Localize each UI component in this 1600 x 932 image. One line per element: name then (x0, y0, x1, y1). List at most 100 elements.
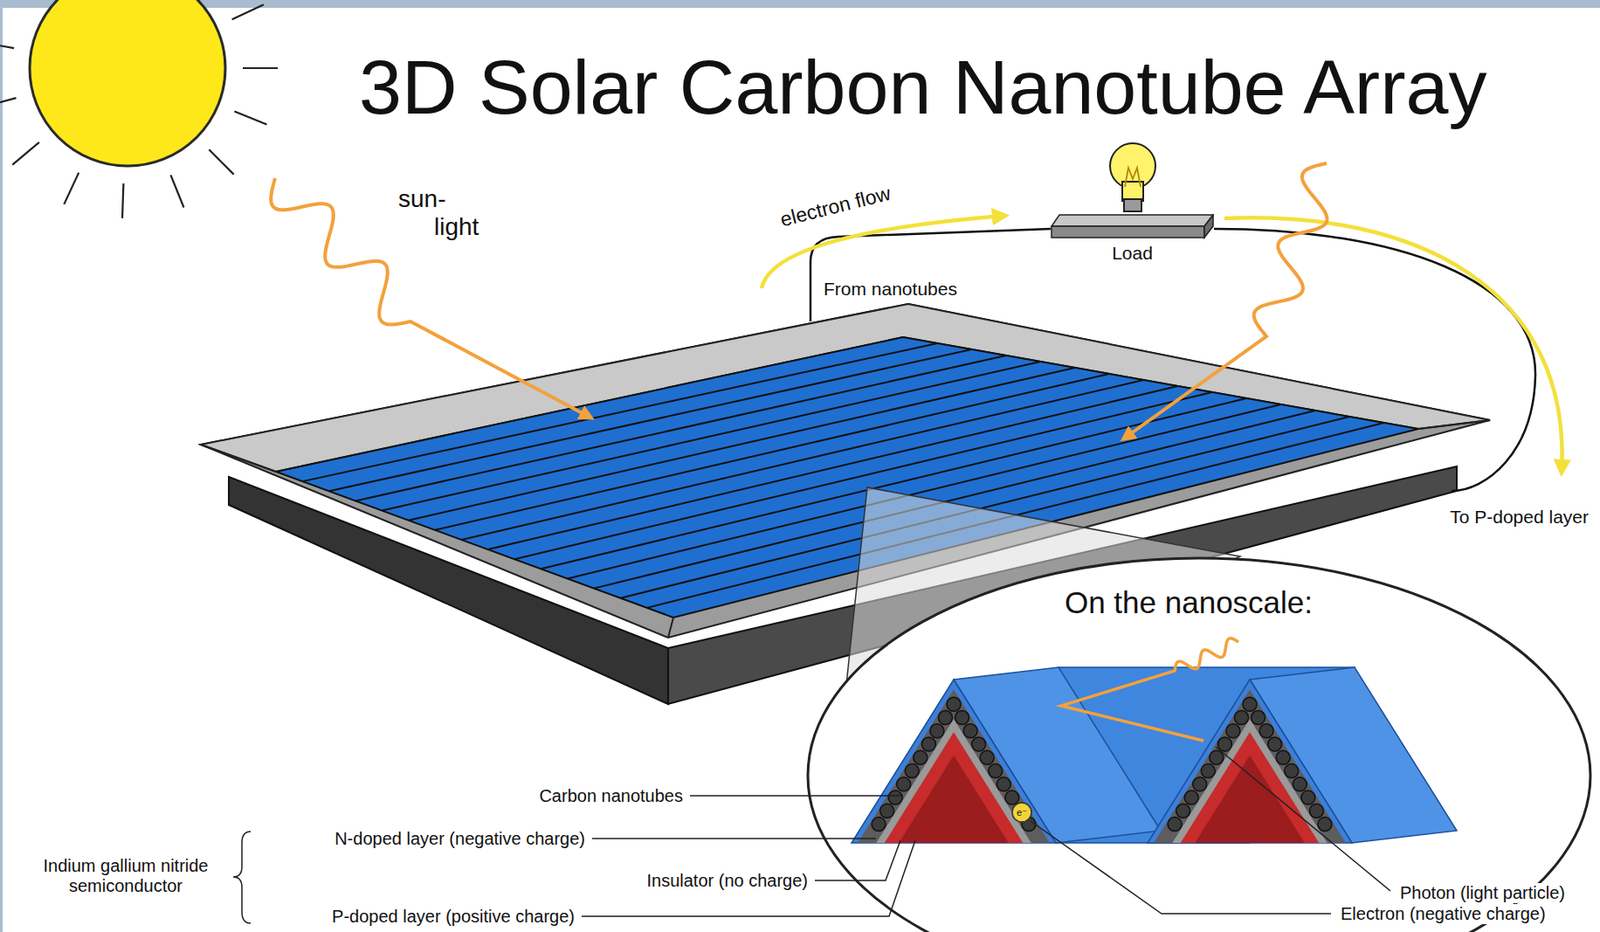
leader-line (814, 840, 901, 881)
carbon-nanotube (1284, 764, 1299, 779)
carbon-nanotube (913, 750, 928, 765)
frame-band (0, 0, 1600, 8)
carbon-nanotube (896, 777, 911, 792)
electron-flow-arrow (1224, 217, 1563, 472)
flow-label: electron flow (778, 181, 894, 232)
carbon-nanotube (937, 710, 952, 725)
part-label: N-doped layer (negative charge) (334, 828, 586, 849)
part-label: Carbon nanotubes (538, 786, 683, 807)
carbon-nanotube (1301, 790, 1316, 805)
sun-disc (29, 0, 226, 166)
inset-heading: On the nanoscale: (1064, 585, 1313, 621)
p-doped-layer (1180, 731, 1320, 843)
carbon-nanotube (979, 750, 994, 765)
wire (810, 228, 1051, 322)
nanoscale-view (851, 638, 1457, 843)
plate-top (1051, 214, 1214, 227)
panel-stripe (408, 367, 1076, 521)
brace (233, 831, 251, 924)
carbon-nanotube (1217, 737, 1232, 752)
plate-front (1051, 226, 1205, 238)
plate-side (1204, 214, 1214, 238)
electron-symbol: e⁻ (1016, 806, 1028, 819)
carbon-nanotube (1234, 710, 1249, 725)
title: 3D Solar Carbon Nanotube Array (358, 42, 1487, 132)
n-doped-layer (1147, 679, 1352, 843)
electron (1012, 802, 1032, 822)
p-doped-core (898, 755, 1008, 843)
sunlight-ray (1124, 163, 1328, 439)
load-plate (1050, 213, 1214, 241)
carbon-nanotube (1309, 803, 1324, 818)
group-label: Indium gallium nitride semiconductor (16, 855, 235, 897)
photon (1061, 638, 1239, 741)
wire-label: From nanotubes (823, 278, 958, 300)
carbon-nanotube (1242, 696, 1257, 711)
panel-rim (200, 303, 1490, 638)
part-label: P-doped layer (positive charge) (331, 906, 575, 927)
carbon-nanotube (1209, 750, 1224, 765)
carbon-nanotube (930, 724, 945, 738)
carbon-nanotube (1200, 764, 1215, 779)
sun-ray (242, 67, 278, 69)
carbon-nanotube (972, 737, 987, 752)
panel-edge (200, 444, 276, 472)
leader-line (1215, 746, 1391, 891)
sun-ray (208, 149, 234, 174)
sun-ray (0, 41, 14, 49)
carbon-nanotube (880, 803, 895, 818)
carbon-nanotube (963, 724, 978, 738)
part-label: Electron (negative charge) (1337, 903, 1549, 925)
sun-ray (170, 174, 184, 207)
sunlight-label: sun- light (398, 185, 487, 242)
sun-ray (234, 110, 267, 125)
sun (0, 0, 278, 219)
carbon-nanotube (955, 710, 970, 725)
n-doped-layer (851, 679, 1056, 843)
carbon-nanotube (1292, 777, 1307, 792)
carbon-nanotube (1275, 750, 1290, 765)
wire-label: To P-doped layer (1449, 506, 1589, 528)
carbon-nanotube (1251, 710, 1266, 725)
bulb-screw (1124, 199, 1142, 212)
carbon-nanotube (1184, 790, 1199, 805)
panel-stripe (434, 373, 1110, 531)
leader-line (592, 837, 876, 840)
sun-ray (232, 4, 264, 20)
leader-line (689, 794, 904, 797)
load-box: Load (1050, 213, 1214, 264)
panel-stripe (355, 355, 1007, 501)
sun-ray (12, 142, 40, 166)
part-label: Photon (light particle) (1397, 882, 1568, 904)
light-bulb (1110, 143, 1156, 212)
carbon-nanotube (996, 777, 1011, 792)
bulb-filament (1124, 167, 1141, 187)
panel-stripe (488, 386, 1179, 550)
carbon-nanotube (1176, 803, 1191, 818)
leader-line (1030, 820, 1332, 914)
p-doped-core (1194, 755, 1304, 843)
carbon-nanotube (904, 764, 919, 779)
carbon-nanotube (988, 764, 1003, 779)
magnifier-lens (807, 558, 1591, 932)
carbon-nanotube (1193, 777, 1207, 792)
carbon-nanotube (1005, 790, 1020, 805)
carbon-nanotube (921, 737, 936, 752)
nanotube-band (1153, 689, 1346, 843)
leader-line (581, 840, 916, 917)
panel-stripe (381, 361, 1041, 511)
carbon-nanotube (1268, 737, 1283, 752)
sun-ray (0, 97, 16, 107)
sunlight-ray (270, 178, 591, 418)
load-label: Load (1050, 242, 1214, 264)
p-doped-layer (884, 731, 1024, 843)
carbon-nanotube (1317, 817, 1332, 832)
wire (1213, 228, 1536, 491)
insulator-layer (875, 718, 1031, 843)
nanotube-band (857, 689, 1050, 843)
part-label: Insulator (no charge) (646, 870, 808, 891)
carbon-nanotube (946, 696, 961, 711)
frame-band (0, 0, 3, 932)
